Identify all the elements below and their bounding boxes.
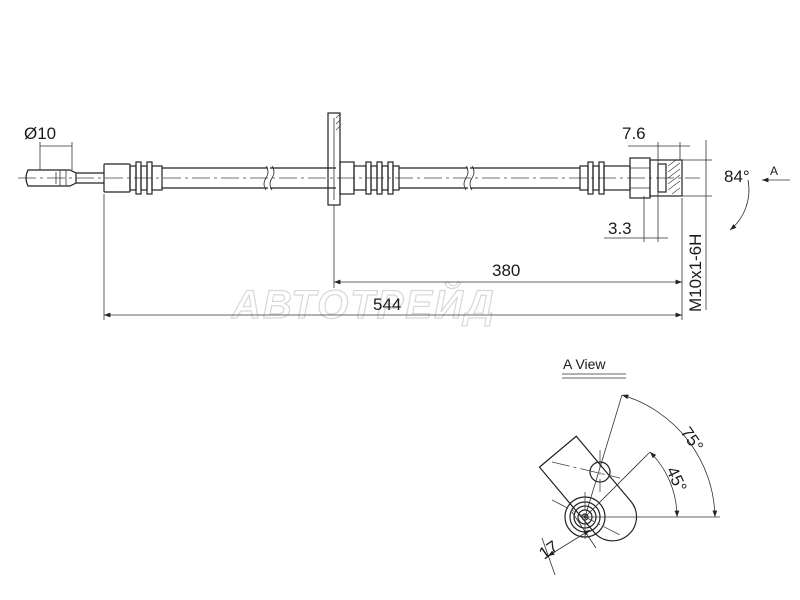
thread-label: M10x1-6H <box>686 234 705 312</box>
bracket-tab <box>538 435 638 542</box>
a-view-detail: A View 75° 45° 17 <box>535 356 720 576</box>
dimension-thread: M10x1-6H <box>682 140 712 312</box>
dim-7-6-label: 7.6 <box>622 124 646 143</box>
watermark: АВТОТРЕЙД <box>231 280 496 327</box>
brake-hose-side-view <box>18 112 700 206</box>
dimension-544: 544 <box>103 194 683 320</box>
left-fitting <box>25 169 77 187</box>
dimension-3-3: 3.3 <box>604 192 668 242</box>
angle-75-label: 75° <box>677 423 707 455</box>
angle-84-label: 84° <box>724 167 750 186</box>
dim-380-label: 380 <box>492 261 520 280</box>
angle-45-label: 45° <box>662 464 690 495</box>
view-ref-label: A <box>770 164 778 178</box>
a-view-title: A View <box>563 356 606 372</box>
thread-hatch <box>667 159 681 195</box>
dimension-diameter: Ø10 <box>24 124 73 170</box>
dim-3-3-label: 3.3 <box>608 219 632 238</box>
dim-544-label: 544 <box>373 295 401 314</box>
diameter-label: Ø10 <box>24 124 56 143</box>
dim-17-label: 17 <box>535 537 561 563</box>
dimension-380: 380 <box>333 198 683 288</box>
dimension-angle-84: 84° A <box>724 164 790 231</box>
dimension-7-6: 7.6 <box>622 124 690 164</box>
threaded-end <box>649 159 683 197</box>
